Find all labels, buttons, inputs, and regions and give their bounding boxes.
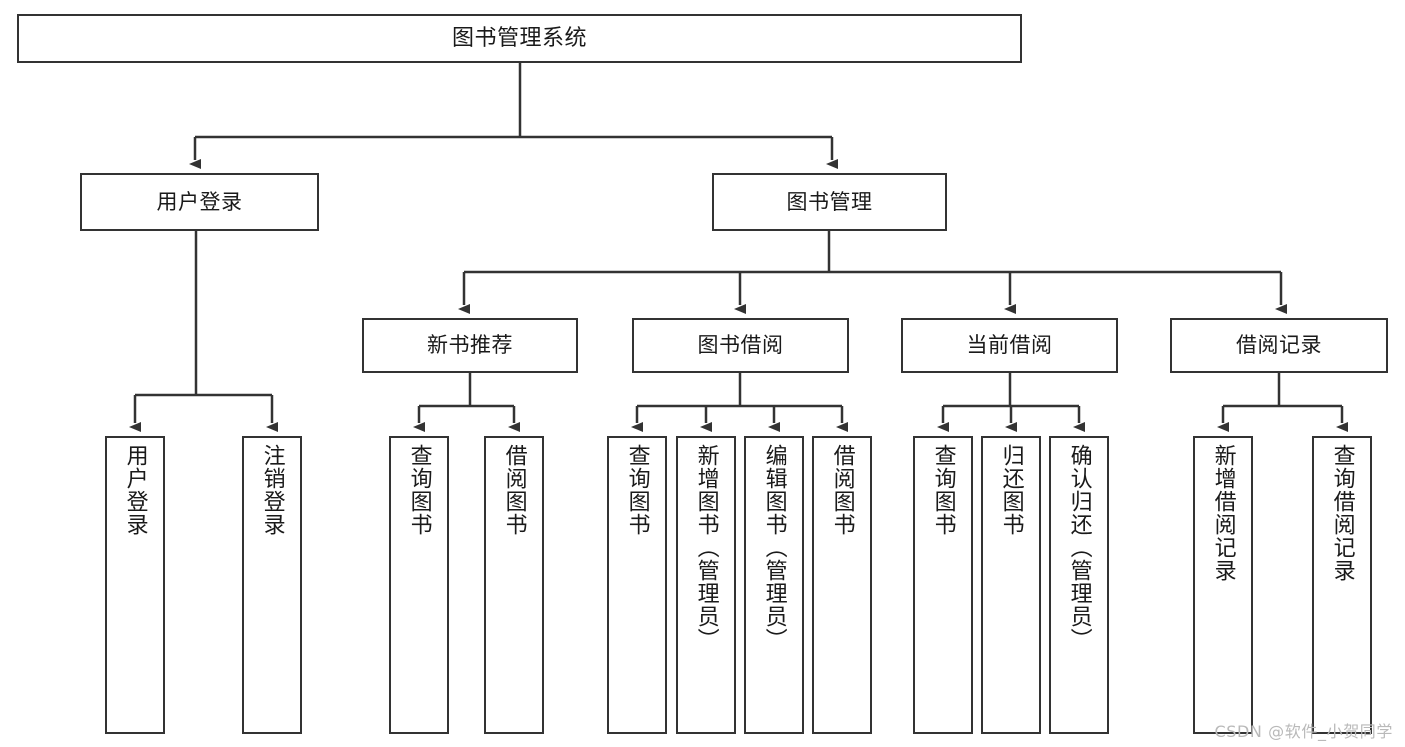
leaf-record-add-label: 新增借阅记录 bbox=[1210, 444, 1236, 582]
leaf-user-login-signout[interactable]: 注销登录 bbox=[242, 436, 302, 734]
node-book-borrow-label: 图书借阅 bbox=[697, 333, 784, 358]
leaf-recommend-borrow-book[interactable]: 借阅图书 bbox=[484, 436, 544, 734]
leaf-record-query-label: 查询借阅记录 bbox=[1329, 444, 1355, 582]
node-book-management-label: 图书管理 bbox=[786, 189, 873, 214]
leaf-recommend-borrow-book-label: 借阅图书 bbox=[501, 444, 527, 536]
node-borrow-record[interactable]: 借阅记录 bbox=[1170, 318, 1388, 373]
node-current-borrow[interactable]: 当前借阅 bbox=[901, 318, 1118, 373]
leaf-user-login-signin-label: 用户登录 bbox=[122, 444, 148, 536]
node-user-login-label: 用户登录 bbox=[156, 189, 243, 214]
leaf-user-login-signin[interactable]: 用户登录 bbox=[105, 436, 165, 734]
leaf-borrow-query-book-label: 查询图书 bbox=[624, 444, 650, 536]
leaf-current-return-book-label: 归还图书 bbox=[998, 444, 1024, 536]
node-book-management[interactable]: 图书管理 bbox=[712, 173, 947, 231]
leaf-current-query-book-label: 查询图书 bbox=[930, 444, 956, 536]
leaf-borrow-borrow-book[interactable]: 借阅图书 bbox=[812, 436, 872, 734]
leaf-current-confirm-return[interactable]: 确认归还（管理员） bbox=[1049, 436, 1109, 734]
leaf-borrow-add-book[interactable]: 新增图书（管理员） bbox=[676, 436, 736, 734]
leaf-recommend-query-book[interactable]: 查询图书 bbox=[389, 436, 449, 734]
leaf-user-login-signout-label: 注销登录 bbox=[259, 444, 285, 536]
leaf-recommend-query-book-label: 查询图书 bbox=[406, 444, 432, 536]
csdn-watermark: CSDN @软件_小贺同学 bbox=[1214, 722, 1393, 741]
node-new-book-recommend[interactable]: 新书推荐 bbox=[362, 318, 578, 373]
node-new-book-recommend-label: 新书推荐 bbox=[427, 333, 513, 358]
leaf-borrow-edit-book-label: 编辑图书（管理员） bbox=[761, 444, 787, 651]
leaf-current-confirm-return-label: 确认归还（管理员） bbox=[1066, 444, 1092, 651]
leaf-borrow-add-book-label: 新增图书（管理员） bbox=[693, 444, 719, 651]
leaf-record-query[interactable]: 查询借阅记录 bbox=[1312, 436, 1372, 734]
leaf-record-add[interactable]: 新增借阅记录 bbox=[1193, 436, 1253, 734]
leaf-borrow-query-book[interactable]: 查询图书 bbox=[607, 436, 667, 734]
leaf-borrow-borrow-book-label: 借阅图书 bbox=[829, 444, 855, 536]
leaf-current-return-book[interactable]: 归还图书 bbox=[981, 436, 1041, 734]
node-current-borrow-label: 当前借阅 bbox=[966, 333, 1053, 358]
node-root[interactable]: 图书管理系统 bbox=[17, 14, 1022, 63]
node-book-borrow[interactable]: 图书借阅 bbox=[632, 318, 849, 373]
node-root-label: 图书管理系统 bbox=[451, 25, 587, 51]
leaf-current-query-book[interactable]: 查询图书 bbox=[913, 436, 973, 734]
node-borrow-record-label: 借阅记录 bbox=[1236, 333, 1322, 358]
leaf-borrow-edit-book[interactable]: 编辑图书（管理员） bbox=[744, 436, 804, 734]
node-user-login[interactable]: 用户登录 bbox=[80, 173, 319, 231]
